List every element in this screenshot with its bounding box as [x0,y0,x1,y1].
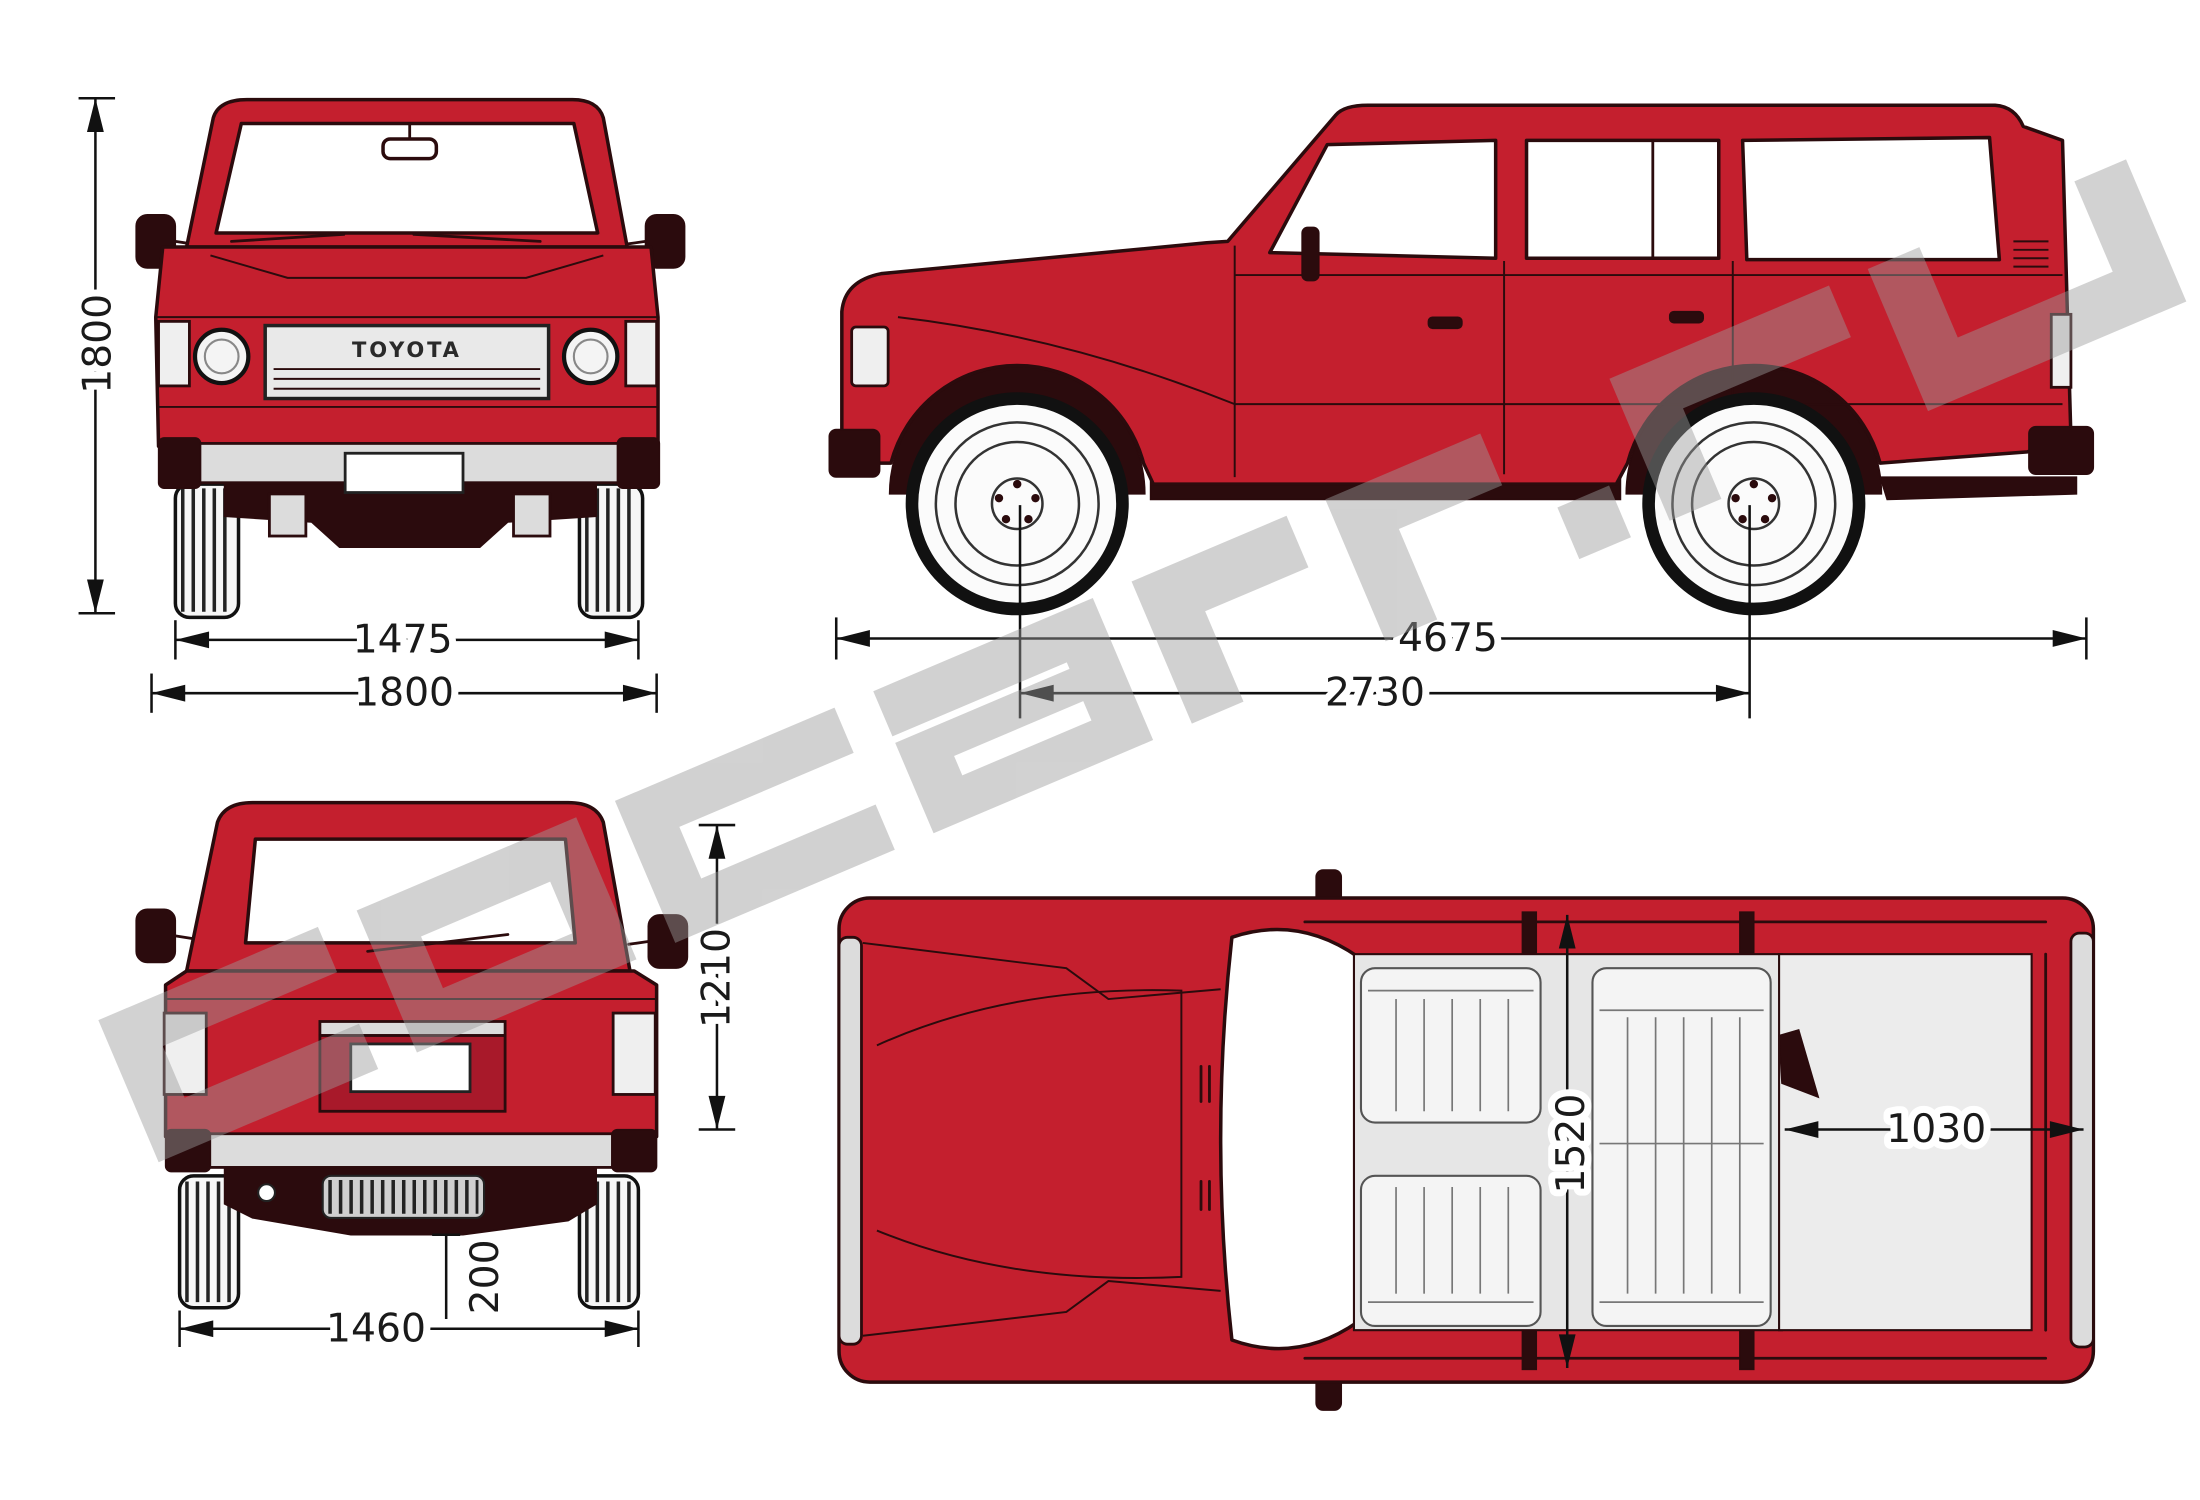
rear-bumper-end-right [611,1128,658,1173]
front-height-dimension: 1800 [69,97,128,615]
front-height-label: 1800 [76,294,121,394]
wheelbase-label: 2730 [1325,671,1425,716]
interior-width-dimension: 1520 [1542,914,1601,1369]
front-bumper-end-right [616,437,661,490]
turn-lamp-right [624,319,659,388]
overall-length-dimension: 4675 [834,609,2088,668]
side-rear-bumper [2028,425,2095,475]
rear-view-mirror [381,137,439,161]
front-track-dimension: 1475 [174,610,640,669]
fender-line-lower [862,1280,1221,1337]
rear-mirror-right-stalk [627,940,650,946]
c-pillar-lower [1739,1329,1755,1371]
front-seat-upper [1359,967,1542,1124]
watermark [98,159,2187,1163]
front-view: TOYOTA [135,97,686,620]
rear-bumper-end-left [164,1128,212,1173]
cargo-area [1778,953,2033,1332]
rear-mirror-left [135,908,177,964]
rear-license-plate [349,1042,472,1094]
rear-door-handle [1668,310,1705,324]
tail-lamp-right [611,1011,657,1096]
interior-width-label: 1520 [1549,1094,1594,1194]
top-view [837,869,2096,1411]
wiper-left [230,232,346,243]
cargo-length-dimension: 1030 [1784,1100,2084,1159]
rear-tow-hook [257,1183,277,1203]
front-license-plate [343,451,465,494]
wiper-right [412,232,542,243]
wheelbase-dimension: 2730 [1018,505,1751,723]
middle-door-window [1524,138,1721,260]
grille-badge: TOYOTA [352,337,462,362]
top-windshield [1218,927,1360,1351]
front-door-handle [1427,316,1463,330]
rear-wheel-well [1778,1029,1820,1099]
rear-tire-left [177,1174,241,1310]
tail-lamp-left [162,1011,208,1096]
front-mirror-right-stalk [624,239,647,246]
exhaust-pipe [1879,476,2078,501]
rear-track-dimension: 1460 [178,1299,640,1358]
ground-clearance-dimension: 200 [432,1232,515,1321]
rear-bumper [206,1132,619,1169]
front-shock-right [512,492,552,538]
fender-line-upper [862,941,1221,1001]
rear-mirror-left-stalk [173,934,196,941]
rear-vent-grille [2013,240,2049,268]
side-mirror [1301,226,1320,282]
side-front-bumper [828,428,881,478]
rear-height-label: 1210 [694,928,739,1028]
front-seat-lower [1359,1174,1542,1328]
c-pillar-upper [1739,911,1755,955]
side-headlight [850,325,890,388]
spare-tire [321,1174,486,1219]
windshield [214,121,600,235]
rear-window [243,837,578,945]
rear-height-dimension: 1210 [687,823,746,1131]
cargo-length-label: 1030 [1886,1107,1986,1152]
front-width-label: 1800 [354,671,454,716]
top-front-bumper [837,935,863,1346]
rear-wheel [1642,392,1866,616]
rear-bench-seat [1591,967,1772,1328]
cowl-vents [1199,1064,1211,1211]
headlight-right [561,327,620,386]
overall-length-label: 4675 [1398,616,1498,661]
rear-wiper [366,933,510,953]
front-axle [223,482,598,548]
side-lower-crease [897,316,2063,406]
front-width-dimension: 1800 [150,664,658,723]
grille [263,323,551,401]
rear-track-label: 1460 [326,1306,426,1351]
front-shock-left [267,492,308,538]
front-door-window [1268,138,1498,260]
front-wheel [905,392,1129,616]
ground-clearance-label: 200 [463,1239,508,1314]
b-pillar-upper [1521,911,1538,955]
turn-lamp-left [157,319,191,388]
headlight-left [192,327,251,386]
hood-panel [876,989,1183,1279]
hood-crease [210,254,604,279]
rear-view [135,800,689,1310]
front-bumper-end-left [157,437,202,490]
side-tail-lamp [2049,312,2073,389]
b-pillar-lower [1521,1329,1538,1371]
rear-quarter-window [1740,135,2002,262]
side-view [828,103,2095,616]
rear-tire-right [577,1174,641,1310]
front-track-label: 1475 [353,617,453,662]
top-rear-bumper [2069,931,2095,1349]
